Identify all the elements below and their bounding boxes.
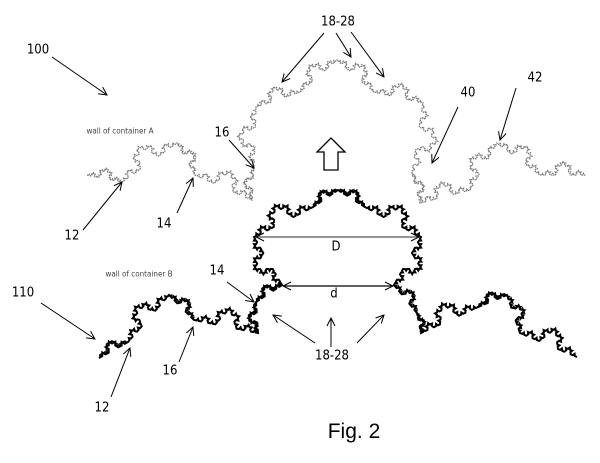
ref-label-14-b: 14 bbox=[209, 263, 225, 279]
ref-label-16-b: 16 bbox=[162, 363, 178, 379]
leader-arrow-12-b bbox=[110, 348, 130, 398]
ref-label-18-28-b: 18-28 bbox=[315, 348, 349, 364]
wall-a-label: wall of container A bbox=[86, 126, 154, 136]
ref-label-100: 100 bbox=[26, 42, 50, 58]
leader-arrow-18-28-a3 bbox=[350, 31, 384, 77]
ref-label-16-a: 16 bbox=[214, 125, 230, 141]
leader-arrow-12-a bbox=[82, 182, 122, 231]
leader-arrow-14-a bbox=[176, 178, 193, 214]
dimension-label-d: d bbox=[330, 286, 338, 302]
leader-arrow-16-b bbox=[178, 327, 193, 363]
ref-label-12-b: 12 bbox=[94, 400, 110, 416]
ref-label-12-a: 12 bbox=[64, 228, 80, 244]
ref-label-18-28-a: 18-28 bbox=[321, 14, 355, 30]
ref-label-42: 42 bbox=[527, 70, 543, 86]
leader-arrow-18-28-a1 bbox=[282, 32, 325, 82]
ref-label-14-a: 14 bbox=[156, 216, 172, 232]
leader-arrow-18-28-b3 bbox=[356, 315, 384, 344]
leader-arrow-14-b bbox=[226, 281, 254, 302]
leader-arrow-18-28-b1 bbox=[273, 315, 316, 344]
ref-label-110: 110 bbox=[11, 285, 35, 301]
ref-label-40: 40 bbox=[460, 85, 476, 101]
wall-b-label: wall of container B bbox=[105, 269, 173, 279]
leader-arrow-100 bbox=[51, 56, 107, 95]
leader-arrow-42 bbox=[500, 87, 517, 140]
wall-a-fractal-curve bbox=[86, 59, 586, 204]
leader-arrow-110 bbox=[40, 302, 95, 339]
hollow-up-arrow-icon bbox=[315, 137, 347, 171]
leader-arrow-18-28-a2 bbox=[335, 32, 351, 57]
dimension-label-D: D bbox=[331, 239, 341, 255]
figure-title: Fig. 2 bbox=[327, 420, 381, 443]
wall-b-fractal-curve bbox=[98, 188, 578, 359]
leader-arrow-16-a bbox=[228, 139, 254, 168]
leader-arrow-40 bbox=[432, 106, 459, 163]
